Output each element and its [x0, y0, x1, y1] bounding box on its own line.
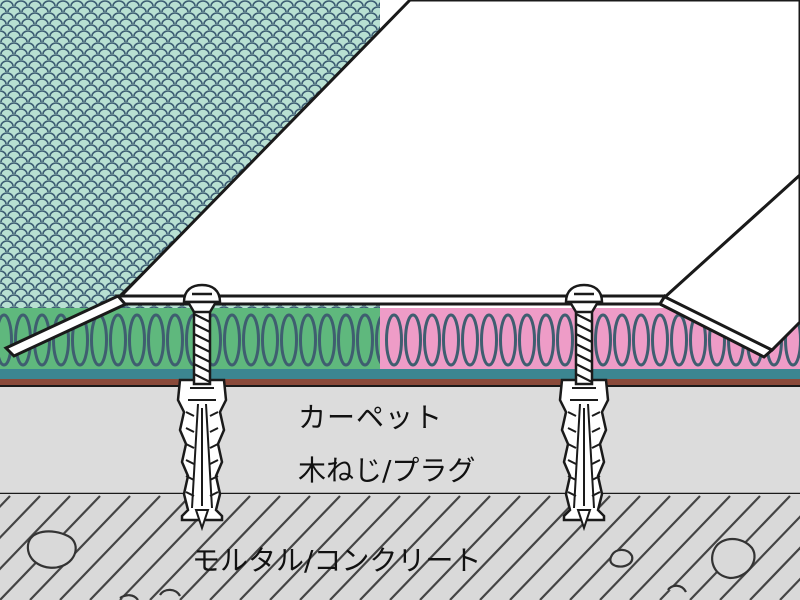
carpet-loop [442, 313, 460, 367]
label-wood-screw-plug: 木ねじ/プラグ [298, 454, 476, 487]
hatch-line [269, 495, 371, 600]
label-mortar-concrete: モルタル/コンクリート [192, 544, 482, 577]
label-carpet: カーペット [298, 401, 444, 434]
hatch-line [479, 495, 581, 600]
mortar-layer [0, 386, 800, 494]
carpet-loop [499, 313, 517, 367]
hatch-line [539, 495, 641, 600]
carpet-loop [128, 313, 146, 367]
hatch-line [779, 577, 800, 600]
carpet-loop [651, 313, 669, 367]
hatch-line [599, 495, 701, 600]
carpet-loop [337, 313, 355, 367]
carpet-loop [613, 313, 631, 367]
carpet-loop [461, 313, 479, 367]
carpet-loop [318, 313, 336, 367]
carpet-loop [166, 313, 184, 367]
carpet-loop [109, 313, 127, 367]
carpet-loop [423, 313, 441, 367]
carpet-loop [480, 313, 498, 367]
carpet-loop [52, 313, 70, 367]
transition-plate-right-strip [662, 172, 800, 352]
carpet-loop [518, 313, 536, 367]
carpet-loop [537, 313, 555, 367]
hatch-line [89, 495, 191, 600]
carpet-loop [261, 313, 279, 367]
carpet-loop [299, 313, 317, 367]
hatch-line [149, 495, 251, 600]
hatch-line [329, 495, 431, 600]
hatch-line [0, 495, 71, 571]
hatch-line [0, 495, 41, 540]
carpet-loop [632, 313, 650, 367]
screw-plug-left [176, 283, 228, 532]
hatch-line [59, 495, 161, 600]
carpet-loop [242, 313, 260, 367]
screw-plug-right [558, 283, 610, 532]
carpet-loop [0, 313, 13, 367]
carpet-loop [385, 313, 403, 367]
carpet-loop [404, 313, 422, 367]
carpet-loop [356, 313, 374, 367]
carpet-loop [280, 313, 298, 367]
hatch-line [299, 495, 401, 600]
hatch-line [389, 495, 491, 600]
hatch-line [209, 495, 311, 600]
hatch-line [179, 495, 281, 600]
carpet-loop [223, 313, 241, 367]
carpet-backing [0, 369, 800, 379]
hatch-line [719, 515, 800, 600]
hatch-line [449, 495, 551, 600]
carpet-loop [556, 313, 574, 367]
concrete-aggregates [26, 530, 756, 600]
hatch-line [419, 495, 521, 600]
hatch-line [359, 495, 461, 600]
carpet-loop [594, 313, 612, 367]
concrete-layer [0, 494, 800, 600]
hatch-line [629, 495, 731, 600]
carpet-loop [375, 315, 380, 365]
hatch-line [749, 546, 800, 600]
hatch-line [239, 495, 341, 600]
carpet-loop [147, 313, 165, 367]
carpet-underlay [0, 379, 800, 386]
hatch-line [29, 495, 131, 600]
hatch-line [569, 495, 671, 600]
hatch-line [659, 495, 761, 600]
